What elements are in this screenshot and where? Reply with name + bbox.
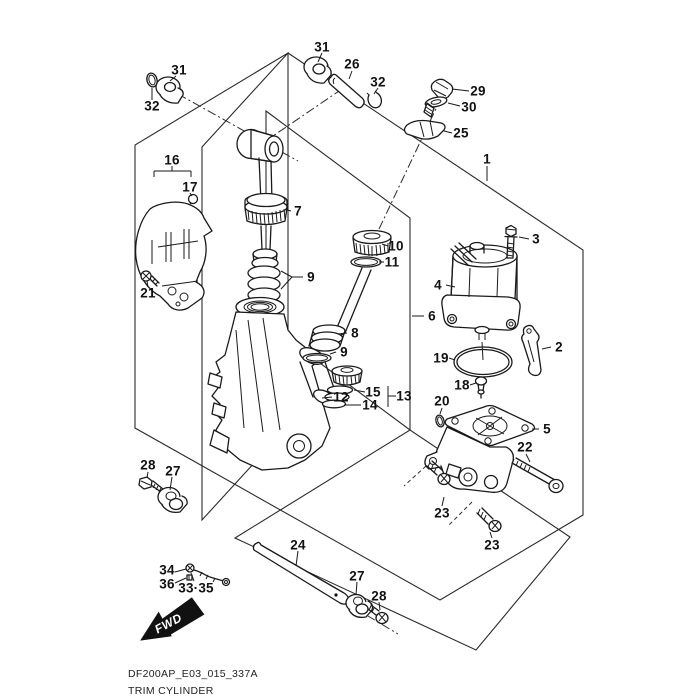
part-label-4: 4 (434, 277, 442, 293)
part-label-9: 9 (340, 344, 348, 360)
part-label-17: 17 (182, 179, 198, 195)
bolt-22 (511, 457, 564, 494)
cap-nut-29 (430, 78, 454, 100)
manual-release-valve-25 (403, 102, 446, 140)
part-label-19: 19 (433, 350, 449, 366)
trim-rod-lower (260, 225, 272, 251)
part-label-23: 23 (484, 537, 500, 553)
oring-20 (435, 414, 445, 428)
second-rod (335, 267, 372, 334)
part-label-1: 1 (483, 151, 491, 167)
part-label-5: 5 (543, 421, 551, 437)
part-label-21: 21 (140, 285, 156, 301)
oring-32-left (146, 72, 158, 88)
bushing-31-top (303, 56, 332, 84)
anode-2 (521, 324, 542, 377)
cap-10 (352, 229, 392, 257)
part-label-28: 28 (371, 588, 387, 604)
part-label-15: 15 (365, 384, 381, 400)
part-label-12: 12 (333, 389, 349, 405)
part-label-24: 24 (290, 537, 306, 553)
motor-4 (441, 241, 521, 361)
part-label-2: 2 (555, 339, 563, 355)
part-label-26: 26 (344, 56, 360, 72)
part-label-6: 6 (428, 308, 436, 324)
trim-rod-eye (236, 128, 284, 163)
bolt-3 (504, 224, 518, 259)
outer-sheet-outline (134, 52, 584, 601)
top-pin-axis (272, 88, 343, 137)
part-label-20: 20 (434, 393, 450, 409)
part-label-30: 30 (461, 99, 477, 115)
ring-9-lower (302, 352, 332, 364)
part-label-25: 25 (453, 125, 469, 141)
part-label-23: 23 (434, 505, 450, 521)
pin-26 (328, 73, 365, 109)
part-label-16: 16 (164, 152, 180, 168)
part-label-22: 22 (517, 439, 533, 455)
figure-title: TRIM CYLINDER (128, 685, 214, 697)
part-label-7: 7 (294, 203, 302, 219)
washer-30 (424, 96, 448, 108)
part-label-36: 36 (159, 576, 175, 592)
part-label-32: 32 (370, 74, 386, 90)
cable-33-35 (185, 563, 231, 587)
bushing-27-left (157, 486, 188, 513)
screw-23-left (426, 460, 451, 486)
valve-18 (474, 376, 488, 399)
valve-rod-axis (370, 97, 442, 247)
pump-body-5 (424, 404, 536, 493)
screw-23-bottom (476, 507, 502, 533)
grommet-17 (187, 193, 199, 205)
hidden-lines (403, 465, 473, 527)
part-label-10: 10 (388, 238, 404, 254)
cylinder-sheet-outline (201, 51, 289, 522)
part-label-9: 9 (307, 269, 315, 285)
part-label-13: 13 (396, 388, 412, 404)
cap-7 (244, 192, 288, 226)
part-label-29: 29 (470, 83, 486, 99)
part-label-18: 18 (454, 377, 470, 393)
bushing-27-right (345, 593, 374, 618)
pin-sheet-outline (233, 429, 571, 651)
part-label-33·35: 33·35 (178, 580, 214, 596)
piston-13-assembly (321, 365, 363, 409)
part-label-28: 28 (140, 457, 156, 473)
part-label-14: 14 (362, 397, 378, 413)
part-label-32: 32 (144, 98, 160, 114)
leader-lines (146, 52, 552, 611)
part-label-31: 31 (171, 62, 187, 78)
part-label-3: 3 (532, 231, 540, 247)
lower-pin-axis (337, 597, 399, 635)
figure-code: DF200AP_E03_015_337A (128, 668, 258, 680)
part-label-11: 11 (384, 254, 400, 270)
screw-21 (140, 270, 160, 287)
panel-outlines (134, 51, 584, 651)
part-label-8: 8 (351, 325, 359, 341)
part-label-27: 27 (165, 463, 181, 479)
part-label-31: 31 (314, 39, 330, 55)
part-label-34: 34 (159, 562, 175, 578)
bushing-31-left (155, 76, 184, 104)
part-label-27: 27 (349, 568, 365, 584)
bolt-28-right (367, 604, 389, 625)
free-piston-8 (308, 324, 346, 352)
